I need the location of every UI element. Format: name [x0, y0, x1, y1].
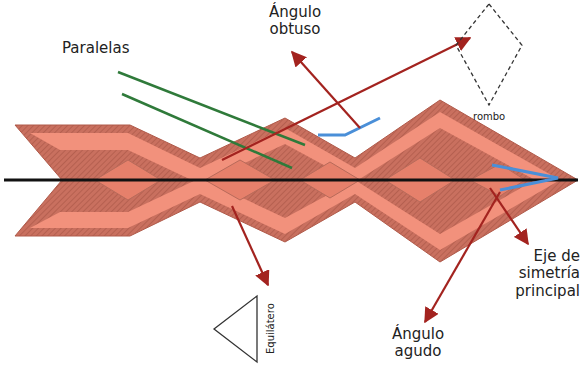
leader-arrows — [222, 38, 528, 322]
angle-label: Ángulo agudo — [378, 326, 458, 361]
triangle-outline — [214, 296, 257, 362]
axis-label: Eje de simetría principal — [472, 248, 580, 300]
angle-label: Ángulo obtuso — [250, 4, 340, 39]
obtuse-angle-mark — [318, 118, 380, 135]
shape-outline — [448, 2, 530, 124]
triangle-shape: Equilátero — [210, 292, 280, 366]
parallel-label: Paralelas — [62, 40, 162, 57]
rhombus-shape: rombo — [448, 2, 530, 124]
shape-name-vertical: Equilátero — [265, 303, 276, 354]
parallel-line — [122, 94, 292, 168]
symmetry-axis — [4, 179, 578, 182]
acute-angle-mark — [492, 165, 558, 190]
shape-name: rombo — [473, 111, 505, 122]
rhombus-outline — [456, 4, 522, 105]
